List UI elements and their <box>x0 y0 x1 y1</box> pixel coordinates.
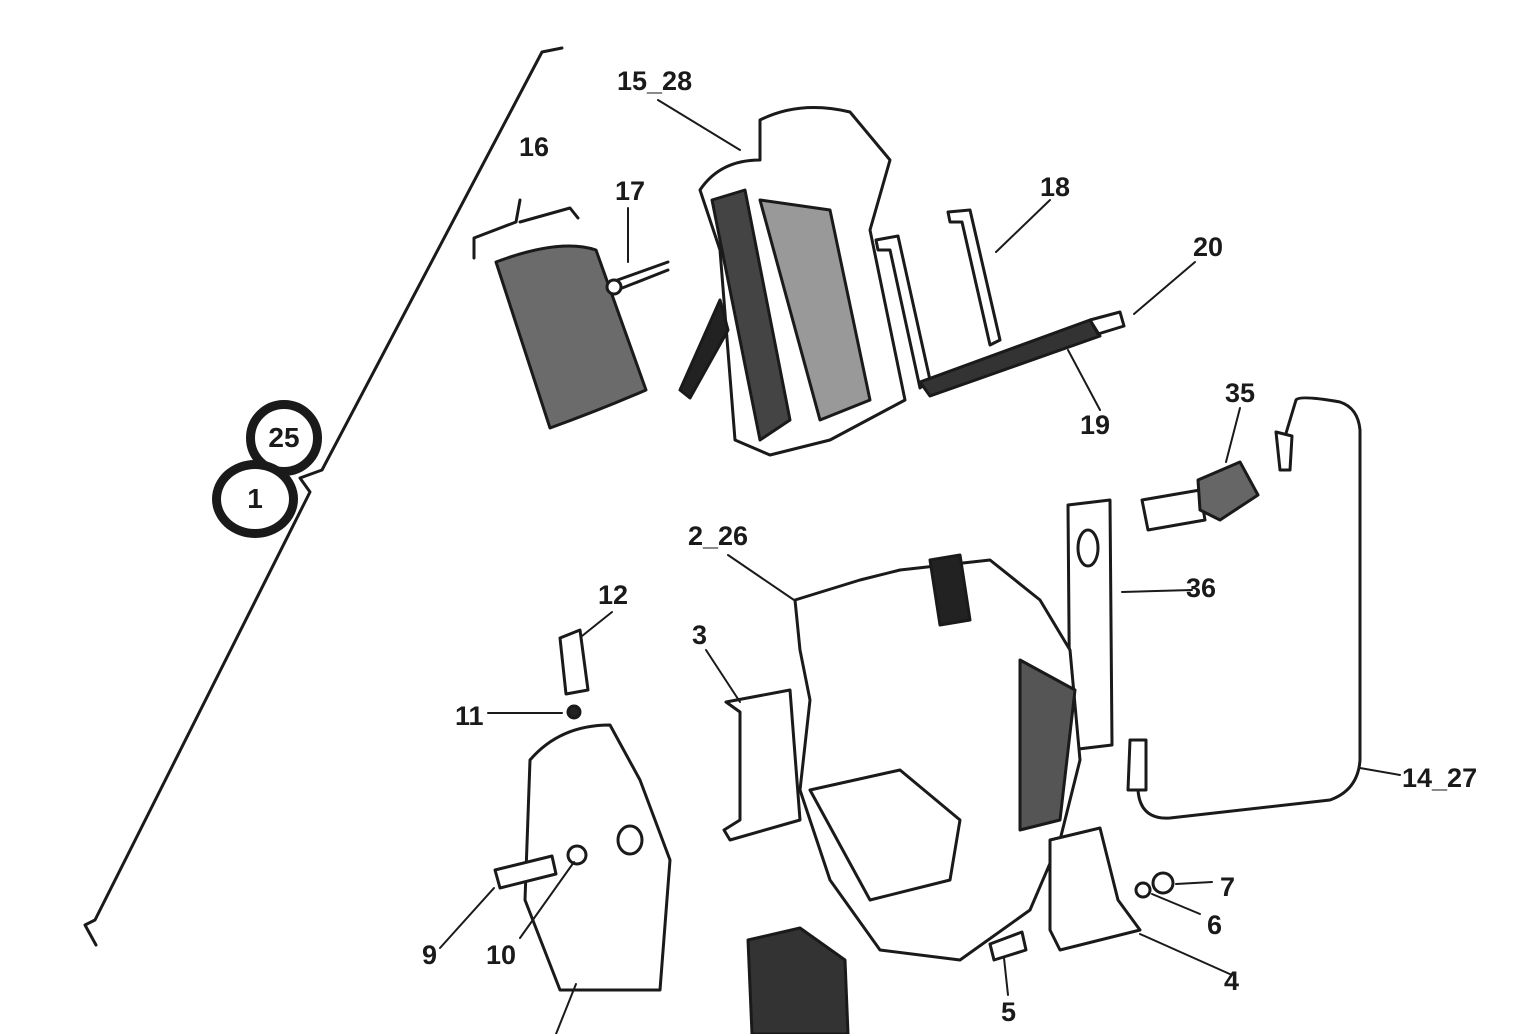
label-10: 10 <box>486 940 517 970</box>
label-20: 20 <box>1193 232 1224 262</box>
label-18: 18 <box>1040 172 1071 202</box>
label-7: 7 <box>1220 872 1236 902</box>
label-11: 11 <box>455 701 484 731</box>
brake-pad-16 <box>494 244 648 430</box>
bolt-5 <box>988 930 1028 962</box>
label-14-27: 14_27 <box>1402 763 1478 793</box>
label-3: 3 <box>692 620 708 650</box>
label-19: 19 <box>1080 410 1111 440</box>
label-36: 36 <box>1186 573 1217 603</box>
label-4: 4 <box>1224 966 1240 996</box>
washer-6 <box>1134 881 1152 899</box>
adjuster-rod-19 <box>918 318 1102 398</box>
label-16: 16 <box>519 132 550 162</box>
label-9: 9 <box>422 940 438 970</box>
label-15-28: 15_28 <box>617 66 693 96</box>
label-12: 12 <box>598 580 629 610</box>
label-6: 6 <box>1207 910 1223 940</box>
spring-clip-3 <box>722 688 802 842</box>
bleed-screw-12 <box>558 628 590 696</box>
label-2-26: 2_26 <box>688 521 749 551</box>
label-17: 17 <box>615 176 646 206</box>
section-divider-line <box>83 46 564 947</box>
bolt-35 <box>1140 488 1207 532</box>
label-5: 5 <box>1001 997 1017 1027</box>
nut-7 <box>1151 871 1175 895</box>
bolt-20 <box>1088 310 1126 336</box>
caliper-outer-half <box>523 723 672 992</box>
spring-18 <box>946 208 1002 347</box>
pad-bottom <box>746 926 850 1034</box>
pipe-fitting <box>1274 430 1294 472</box>
ball-11 <box>566 704 582 720</box>
leader-lines <box>439 99 1401 1034</box>
bolt-9 <box>493 854 558 890</box>
label-35: 35 <box>1225 378 1256 408</box>
bracket-4 <box>1048 826 1142 952</box>
reference-badge-1: 1 <box>212 460 298 538</box>
brake-pipe-14-27 <box>1136 396 1362 820</box>
